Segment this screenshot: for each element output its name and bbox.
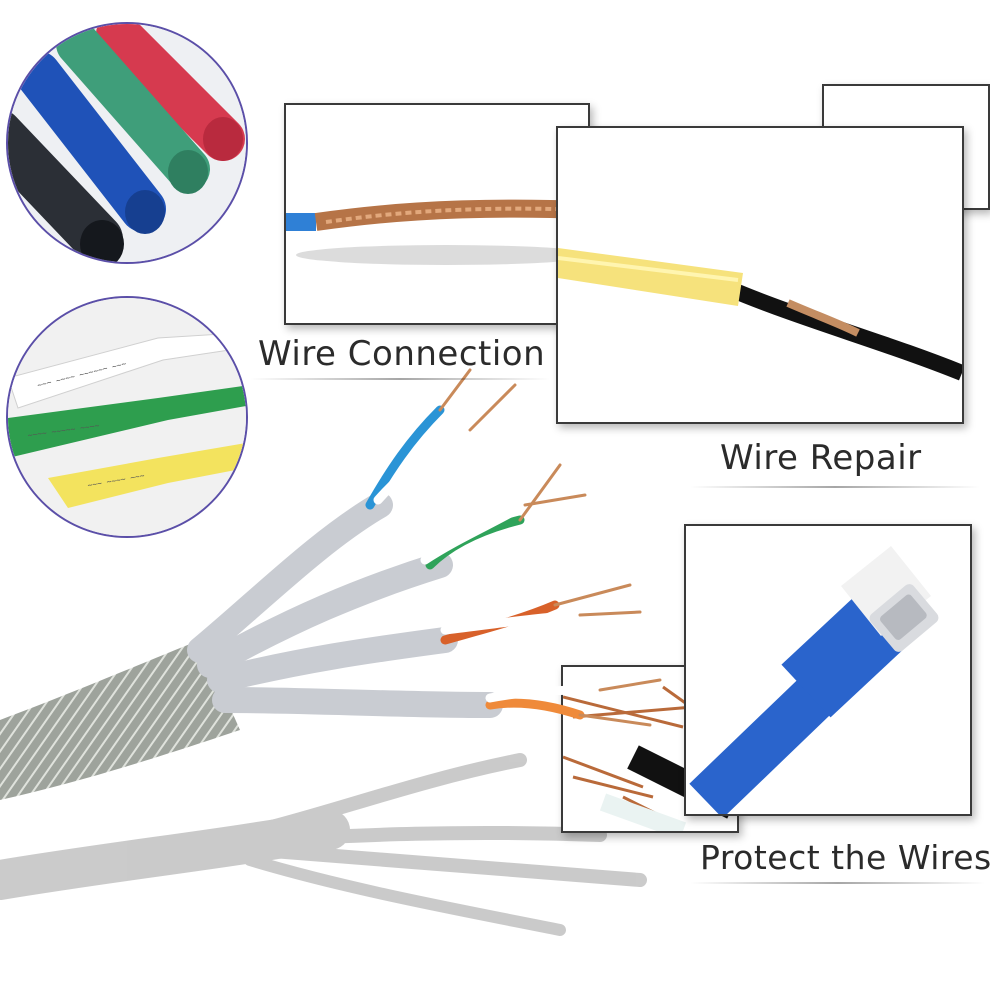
repaired-wire-image [558, 128, 962, 422]
caption-underline [250, 378, 550, 380]
sleeves-circle: ~~~ ~~~~ ~~~~~~ ~~~ ~~~~ ~~~~~ ~~~~ ~~~ … [6, 296, 248, 538]
heat-shrink-tubes-icon [8, 24, 246, 262]
wire-repair-panel [556, 126, 964, 424]
spliced-wire-image [286, 105, 588, 323]
labeled-sleeves-icon: ~~~ ~~~~ ~~~~~~ ~~~ ~~~~ ~~~~~ ~~~~ ~~~ … [8, 298, 246, 536]
usb-connector-icon [686, 526, 970, 814]
caption-underline [690, 882, 985, 884]
tubes-circle [6, 22, 248, 264]
protect-large-panel [684, 524, 972, 816]
caption-underline [690, 486, 980, 488]
caption-wire-connection: Wire Connection [258, 334, 546, 374]
wire-connection-panel [284, 103, 590, 325]
caption-wire-repair: Wire Repair [720, 438, 922, 478]
caption-protect-the-wires: Protect the Wires [700, 838, 990, 877]
